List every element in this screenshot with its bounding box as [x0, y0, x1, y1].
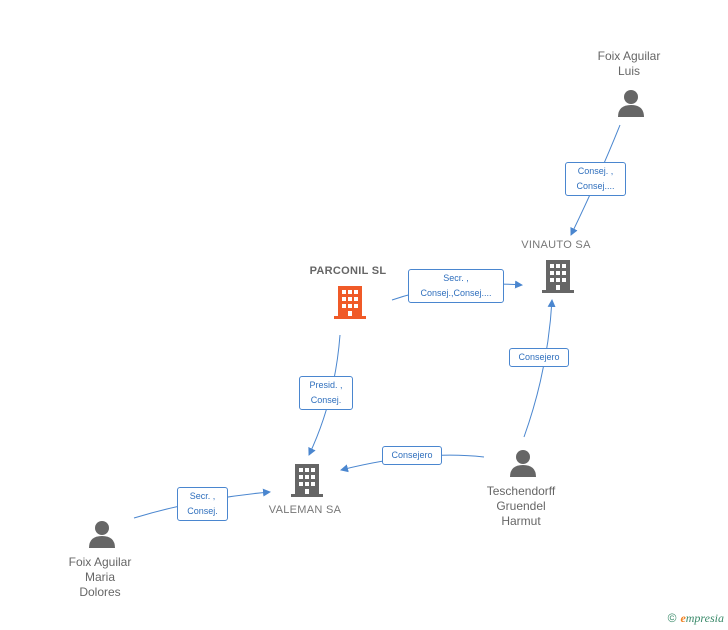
edge-label-teschendorff-vinauto[interactable]: Consejero — [509, 348, 569, 367]
edge-label-line: Secr. , — [189, 491, 216, 501]
person-icon[interactable] — [88, 519, 116, 549]
person-icon[interactable] — [509, 448, 537, 478]
person-icon[interactable] — [617, 88, 645, 118]
company-name-valeman[interactable]: VALEMAN SA — [268, 504, 342, 516]
person-name-foix-aguilar-luis[interactable]: Foix Aguilar Luis — [597, 49, 661, 78]
edge-label-line: Consej. , — [577, 166, 614, 176]
edge-label-line: Consej. — [187, 506, 218, 516]
building-icon[interactable] — [290, 462, 324, 498]
edge-label-foix-luis-vinauto[interactable]: Consej. , Consej.... — [565, 162, 626, 196]
person-name-foix-aguilar-maria[interactable]: Foix Aguilar Maria Dolores — [68, 555, 132, 599]
edge-label-parconil-valeman[interactable]: Presid. , Consej. — [299, 376, 353, 410]
company-name-parconil[interactable]: PARCONIL SL — [309, 265, 387, 277]
brand-name: mpresia — [685, 611, 724, 625]
person-name-teschendorff[interactable]: Teschendorff Gruendel Harmut — [486, 484, 556, 528]
edge-label-teschendorff-valeman[interactable]: Consejero — [382, 446, 442, 465]
edge-label-line: Consej.... — [576, 181, 615, 191]
edge-label-parconil-vinauto[interactable]: Secr. , Consej.,Consej.... — [408, 269, 504, 303]
brand-initial: e — [680, 611, 686, 625]
empresia-watermark[interactable]: ©empresia — [668, 611, 724, 626]
copyright-symbol: © — [667, 611, 677, 625]
edge-label-line: Consejero — [391, 450, 433, 460]
edge-label-line: Presid. , — [309, 380, 343, 390]
edge-label-line: Secr. , — [443, 273, 469, 283]
edge-label-line: Consej. — [310, 395, 342, 405]
building-icon[interactable] — [541, 258, 575, 294]
company-name-vinauto[interactable]: VINAUTO SA — [521, 239, 591, 251]
edge-label-line: Consejero — [518, 352, 560, 362]
edge-label-line: Consej.,Consej.... — [420, 288, 492, 298]
edge-teschendorff-vinauto — [523, 299, 556, 438]
edge-label-foix-maria-valeman[interactable]: Secr. , Consej. — [177, 487, 228, 521]
building-icon-focus[interactable] — [333, 284, 367, 320]
